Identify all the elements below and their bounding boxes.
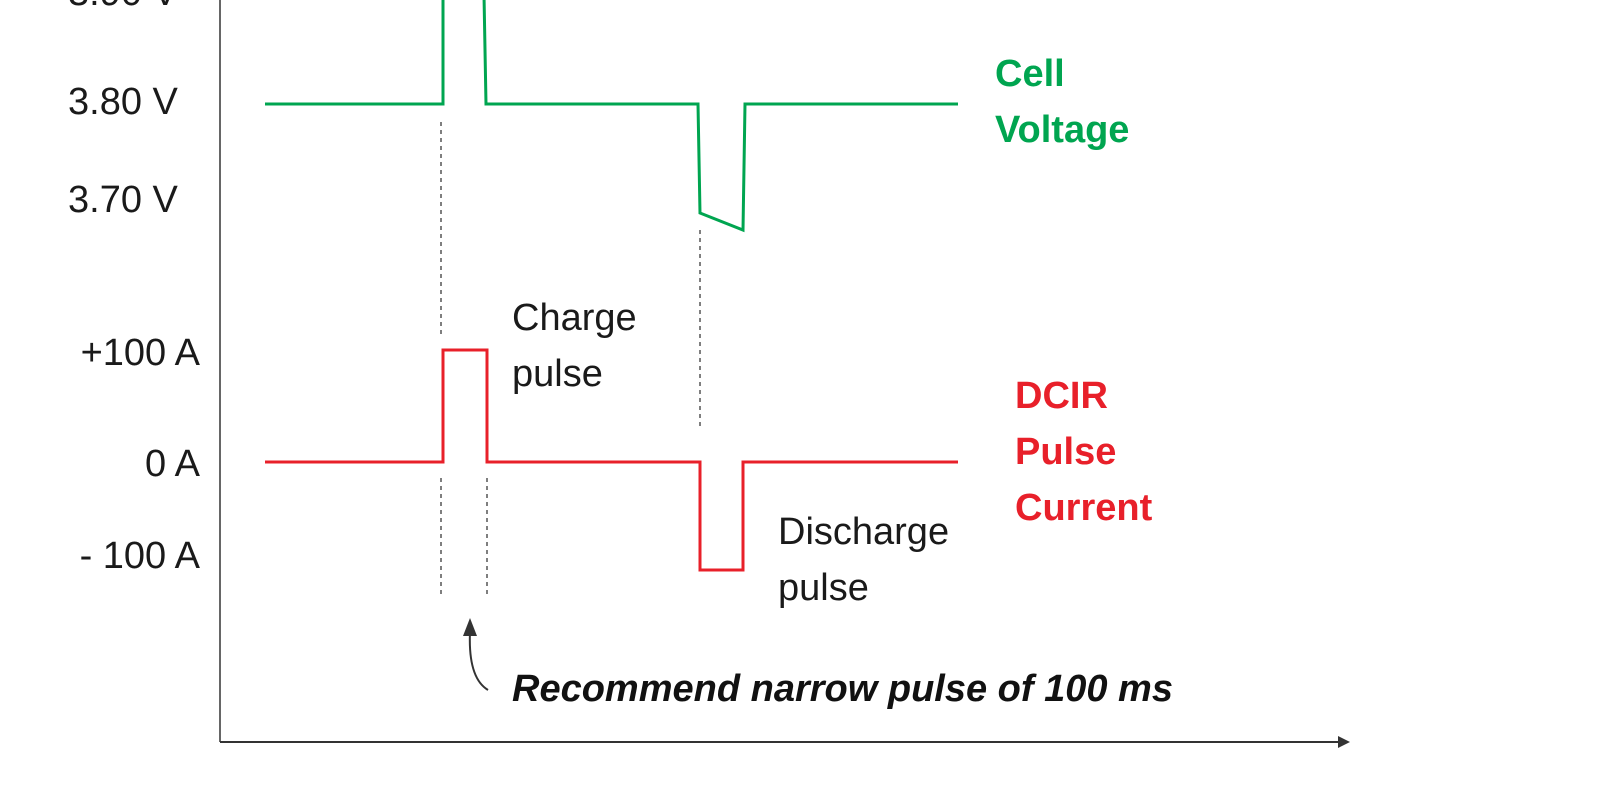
dcir-label-line3: Current: [1015, 487, 1153, 529]
discharge-pulse-line1: Discharge: [778, 511, 950, 553]
charge-pulse-line1: Charge: [512, 297, 637, 339]
y-label-plus-100a: +100 A: [80, 332, 200, 374]
y-label-minus-100a: - 100 A: [79, 535, 200, 577]
narrow-pulse-note: Recommend narrow pulse of 100 ms: [512, 668, 1173, 710]
cell-voltage-trace: [265, 0, 958, 233]
cell-voltage-line2: Voltage: [995, 109, 1130, 151]
pulse-width-arrowhead: [463, 618, 477, 636]
y-label-3-70v: 3.70 V: [68, 179, 178, 221]
discharge-pulse-line2: pulse: [778, 567, 869, 609]
y-label-3-80v: 3.80 V: [68, 81, 178, 123]
dcir-label-line1: DCIR: [1015, 375, 1108, 417]
charge-pulse-line2: pulse: [512, 353, 603, 395]
cell-voltage-line1: Cell: [995, 53, 1065, 95]
discharge-pulse-label: Discharge pulse: [778, 504, 949, 616]
dcir-pulse-current-label: DCIR Pulse Current: [1015, 368, 1152, 536]
charge-pulse-label: Charge pulse: [512, 290, 637, 402]
y-label-0a: 0 A: [145, 443, 200, 485]
cell-voltage-label: Cell Voltage: [995, 46, 1129, 158]
pulse-current-trace: [265, 348, 958, 572]
y-label-3-90v: 3.90 V: [68, 0, 178, 12]
dcir-label-line2: Pulse: [1015, 431, 1117, 473]
pulse-width-arrow: [468, 631, 489, 691]
